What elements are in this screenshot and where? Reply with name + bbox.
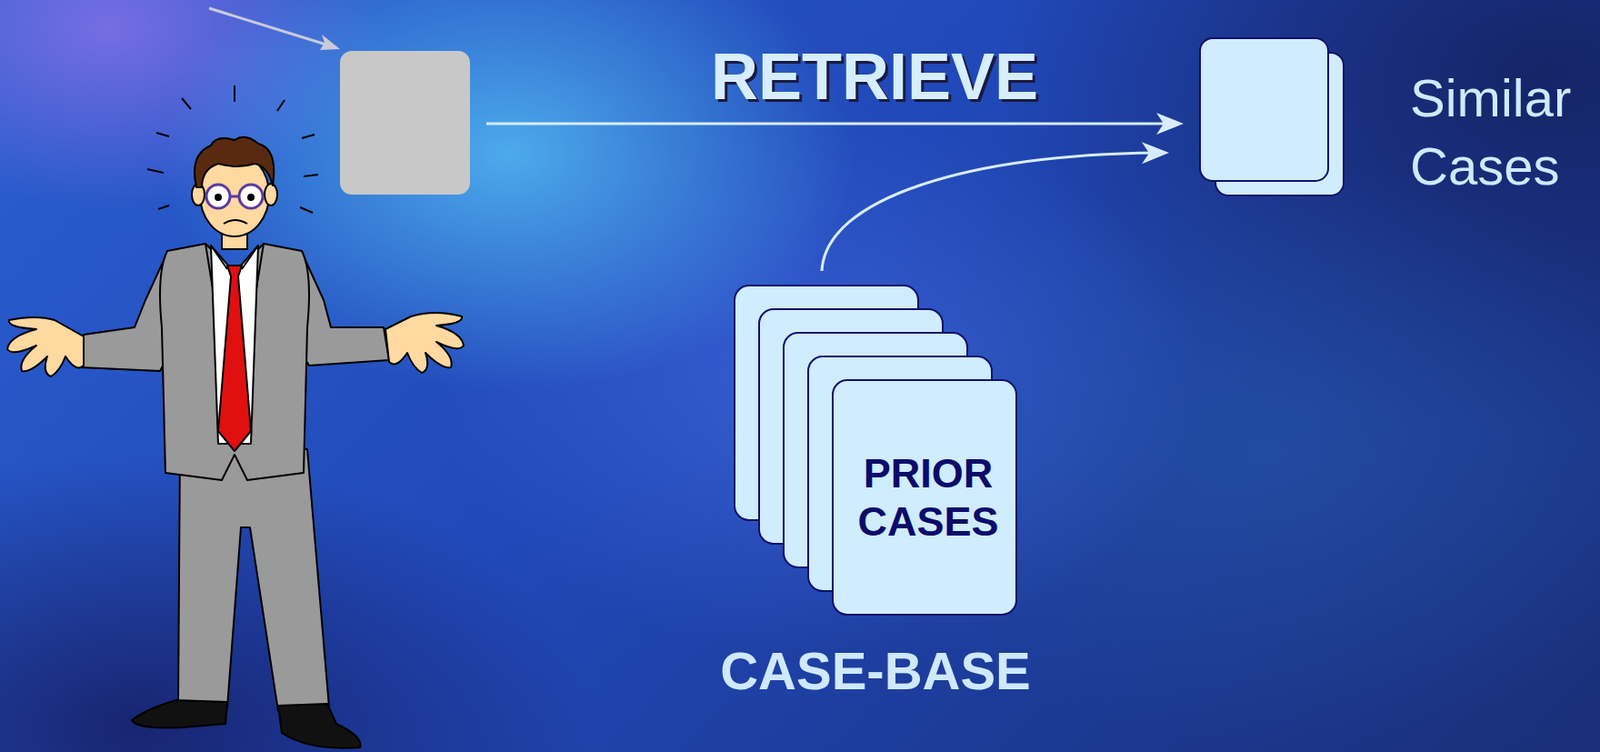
arrow-head xyxy=(1156,112,1184,135)
card-text: PRIOR CASES xyxy=(841,449,1015,546)
similar-case-pair xyxy=(1200,38,1344,196)
incoming-arrow xyxy=(209,8,330,46)
case-base-node: PRIOR CASESCASE-BASE xyxy=(734,285,1018,617)
retrieval-connector xyxy=(821,141,1170,271)
arrow-head xyxy=(1141,141,1170,164)
new-problem-box xyxy=(340,50,470,195)
step-label: RETRIEVE xyxy=(710,43,1039,110)
similar-cases-node: Similar Cases xyxy=(1200,38,1329,181)
store-label: CASE-BASE xyxy=(680,641,1071,700)
node-heading: Similar Cases xyxy=(1410,63,1592,201)
arrow-head xyxy=(320,34,340,50)
retrieve-arrow xyxy=(486,122,1173,126)
case-card-stack xyxy=(734,285,1017,615)
puzzled-man xyxy=(7,85,464,749)
